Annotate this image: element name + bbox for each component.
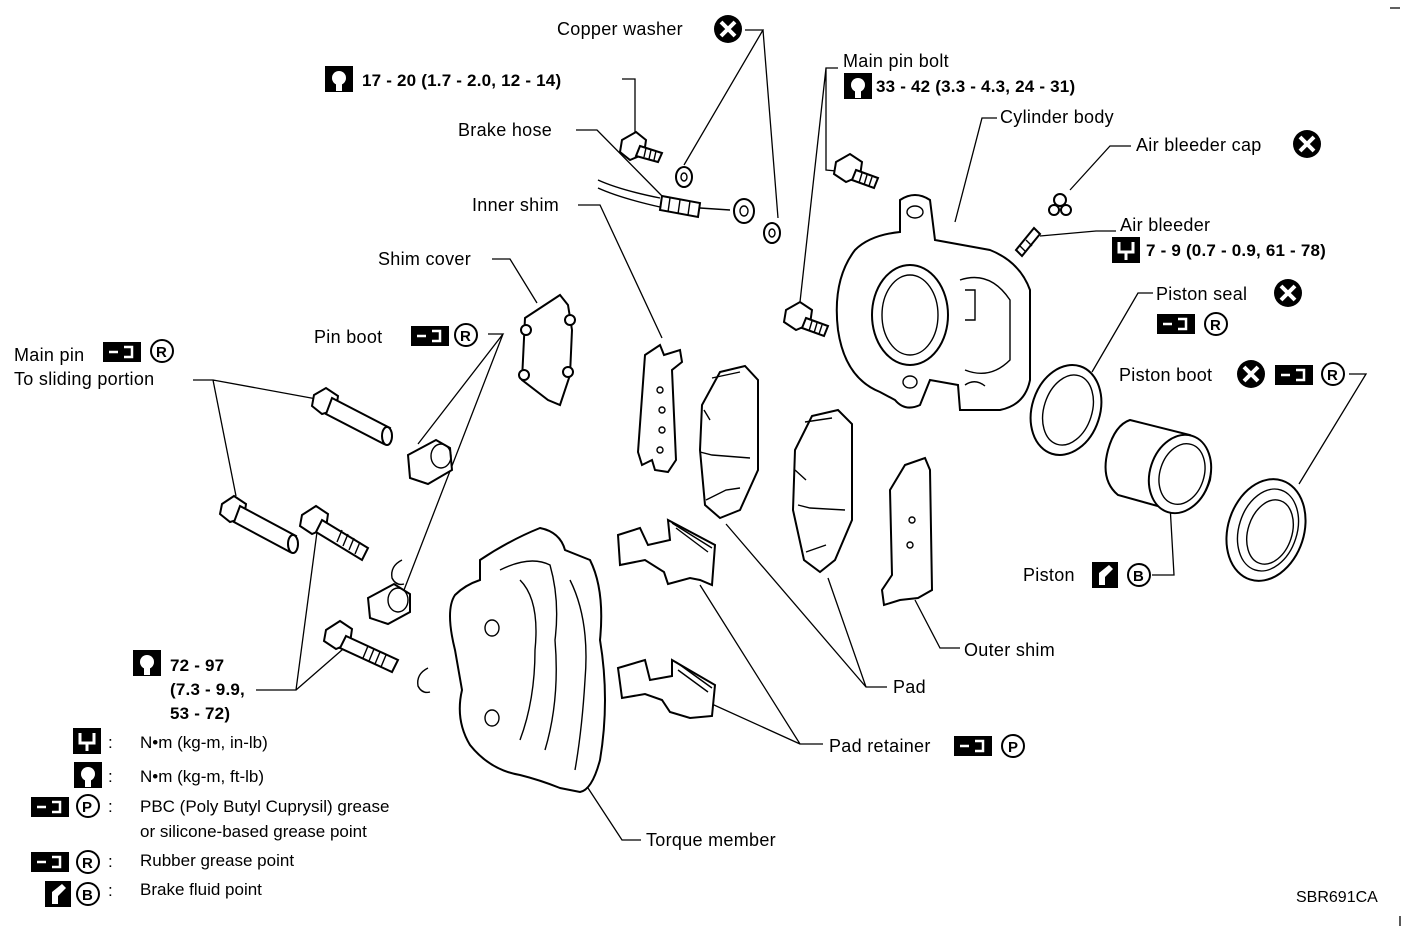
piston-seal xyxy=(1029,364,1103,456)
main-pin xyxy=(310,386,393,446)
main-pin-bolt-label: Main pin bolt xyxy=(843,51,949,71)
rubber-grease-badge: R xyxy=(460,328,471,345)
air-bleeder-cap xyxy=(1048,193,1072,216)
torque-member-bolt xyxy=(298,504,370,562)
do-not-reuse-icon xyxy=(1272,277,1304,309)
circlip xyxy=(417,667,431,694)
legend-sym: : xyxy=(108,733,113,752)
grease-icon xyxy=(952,734,994,758)
torque-member xyxy=(449,526,606,794)
torque-member-bolt-torque-3: 53 - 72) xyxy=(170,704,230,723)
main-pin-bolt xyxy=(782,300,830,338)
copper-washer xyxy=(675,166,693,188)
pin-boot-label: Pin boot xyxy=(314,327,382,347)
legend-text-nm-ft-lb: N•m (kg-m, ft-lb) xyxy=(140,767,264,786)
torque-member-bolt xyxy=(322,619,400,674)
brake-fluid-badge: B xyxy=(1133,568,1144,585)
socket-wrench-icon xyxy=(844,73,872,99)
legend-sym: : xyxy=(108,797,113,816)
to-sliding-portion-label: To sliding portion xyxy=(14,369,154,389)
torque-member-bolt-torque-2: (7.3 - 9.9, xyxy=(170,680,245,699)
brake-hose-label: Brake hose xyxy=(458,120,552,140)
piston-seal-label: Piston seal xyxy=(1156,284,1247,304)
piston-boot-label: Piston boot xyxy=(1119,365,1212,385)
torque-wrench-icon xyxy=(1110,235,1142,265)
piston xyxy=(1104,418,1213,515)
brake-fluid-icon xyxy=(1092,562,1118,588)
torque-member-bolt-torque-1: 72 - 97 xyxy=(170,656,224,675)
legend-text-rubber: Rubber grease point xyxy=(140,851,294,870)
shim-cover-label: Shim cover xyxy=(378,249,471,269)
air-bleeder-torque: 7 - 9 (0.7 - 0.9, 61 - 78) xyxy=(1146,241,1326,260)
grease-icon xyxy=(29,850,71,874)
legend: : N•m (kg-m, in-lb) : N•m (kg-m, ft-lb) … xyxy=(29,726,389,907)
pin-boot xyxy=(366,582,411,626)
air-bleeder xyxy=(1014,226,1042,258)
legend-sym: : xyxy=(108,767,113,786)
socket-wrench-icon xyxy=(325,66,353,92)
legend-text-nm-in-lb: N•m (kg-m, in-lb) xyxy=(140,733,268,752)
main-pin xyxy=(218,494,299,554)
legend-sym: : xyxy=(108,881,113,900)
leader-lines xyxy=(193,29,1368,841)
legend-text-pbc: PBC (Poly Butyl Cuprysil) grease xyxy=(140,797,389,816)
main-pin-label: Main pin xyxy=(14,345,84,365)
pad-retainer-label: Pad retainer xyxy=(829,736,931,756)
copper-washer xyxy=(763,222,781,244)
grease-icon xyxy=(1155,312,1197,336)
torque-wrench-icon xyxy=(71,726,103,756)
corner-mark xyxy=(1390,7,1401,926)
brake-hose-bolt-torque: 17 - 20 (1.7 - 2.0, 12 - 14) xyxy=(362,71,561,90)
socket-wrench-icon xyxy=(133,650,161,676)
rubber-grease-badge: R xyxy=(1327,367,1338,384)
pad-retainer xyxy=(616,658,717,720)
cylinder-body xyxy=(835,194,1031,411)
grease-icon xyxy=(1273,363,1315,387)
torque-member-label: Torque member xyxy=(646,830,776,850)
pbc-grease-badge: P xyxy=(1008,739,1018,756)
copper-washer-label: Copper washer xyxy=(557,19,683,39)
pin-boot xyxy=(406,438,454,486)
pad-label: Pad xyxy=(893,677,926,697)
inner-shim xyxy=(636,343,684,474)
socket-wrench-icon xyxy=(74,762,102,788)
brake-pad xyxy=(698,364,759,520)
circlip xyxy=(391,559,405,586)
air-bleeder-label: Air bleeder xyxy=(1120,215,1210,235)
grease-icon xyxy=(29,795,71,819)
cylinder-body-label: Cylinder body xyxy=(1000,107,1114,127)
pbc-grease-badge: P xyxy=(82,799,92,816)
outer-shim xyxy=(880,456,934,607)
legend-sym: : xyxy=(108,852,113,871)
grease-icon xyxy=(409,324,451,348)
piston-boot xyxy=(1225,478,1307,582)
pad-retainer xyxy=(616,518,717,587)
rubber-grease-badge: R xyxy=(82,855,93,872)
main-pin-bolt-torque: 33 - 42 (3.3 - 4.3, 24 - 31) xyxy=(876,77,1075,96)
main-pin-bolt xyxy=(832,152,880,190)
do-not-reuse-icon xyxy=(1235,358,1267,390)
piston-label: Piston xyxy=(1023,565,1075,585)
shim-cover xyxy=(518,293,576,407)
inner-shim-label: Inner shim xyxy=(472,195,559,215)
brake-hose xyxy=(597,179,755,224)
brake-pad xyxy=(791,408,853,574)
rubber-grease-badge: R xyxy=(156,344,167,361)
air-bleeder-cap-label: Air bleeder cap xyxy=(1136,135,1262,155)
brake-fluid-badge: B xyxy=(82,887,93,904)
outer-shim-label: Outer shim xyxy=(964,640,1055,660)
do-not-reuse-icon xyxy=(712,13,744,45)
rubber-grease-badge: R xyxy=(1210,317,1221,334)
legend-text-silicone: or silicone-based grease point xyxy=(140,822,367,841)
brake-fluid-icon xyxy=(45,881,71,907)
legend-text-brake-fluid: Brake fluid point xyxy=(140,880,262,899)
do-not-reuse-icon xyxy=(1291,128,1323,160)
figure-code: SBR691CA xyxy=(1296,889,1378,906)
hose-bolt xyxy=(618,130,664,164)
grease-icon xyxy=(101,340,143,364)
